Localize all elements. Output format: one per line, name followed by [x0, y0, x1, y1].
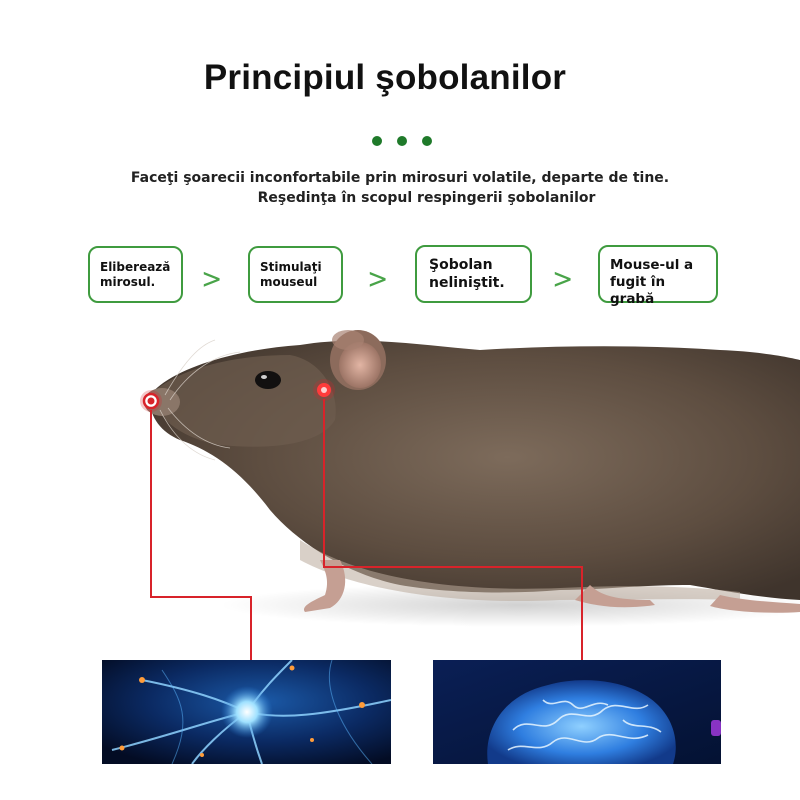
step-mouse-fled: Mouse-ul a fugit în grabă [598, 245, 718, 307]
step-stimulate-mouse: Stimulaţi mouseul [248, 246, 343, 303]
dot-icon [422, 136, 432, 146]
arrow-icon: > [367, 262, 389, 295]
step-label-line-2: mirosul. [100, 275, 156, 289]
step-label-line-2: fugit în grabă [610, 273, 666, 307]
dot-icon [372, 136, 382, 146]
arrow-icon: > [552, 262, 574, 295]
step-release-smell: Eliberează mirosul. [88, 246, 183, 303]
decorative-dots [372, 136, 432, 146]
rat-photo [140, 330, 800, 627]
step-label-line-2: mouseul [260, 275, 318, 289]
step-label-line-2: neliniştit. [429, 274, 505, 291]
arrow-icon: > [201, 262, 223, 295]
step-label-line-1: Stimulaţi [260, 260, 322, 274]
neuron-image [102, 660, 391, 764]
step-label-line-1: Mouse-ul a [610, 257, 694, 273]
subtitle-line-2: Reşedinţa în scopul respingerii şobolani… [257, 190, 596, 206]
step-label-line-1: Eliberează [100, 260, 171, 274]
step-restless-rat: Şobolan neliniştit. [415, 245, 532, 303]
page-title: Principiul şobolanilor [203, 58, 567, 97]
dot-icon [397, 136, 407, 146]
step-label-line-1: Şobolan [429, 257, 493, 273]
brain-image [433, 660, 721, 764]
subtitle-line-1: Faceţi şoarecii inconfortabile prin miro… [130, 170, 670, 186]
